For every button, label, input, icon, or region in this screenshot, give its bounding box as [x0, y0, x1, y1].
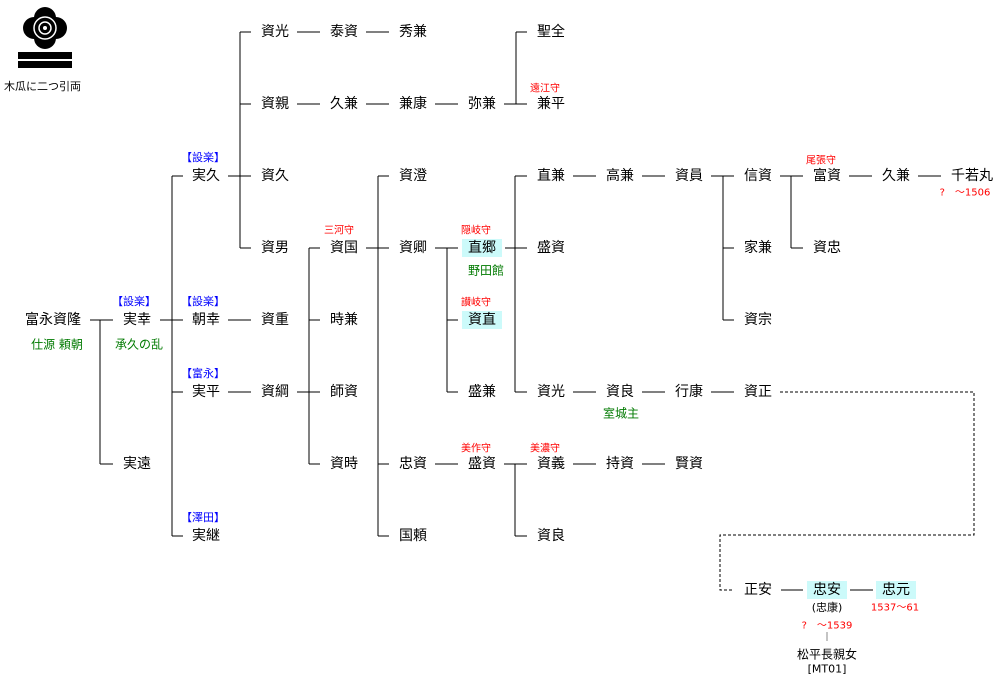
person-node: 資光	[261, 24, 289, 40]
person-node: 国頼	[399, 528, 427, 544]
person-node: 実久	[192, 168, 220, 184]
person-note: 野田館	[467, 263, 505, 278]
office-title: 隠岐守	[461, 225, 491, 237]
person-node: 資男	[261, 240, 289, 256]
person-node: 正安	[744, 582, 772, 598]
person-node: 兼康	[399, 96, 427, 112]
person-node: 持資	[606, 456, 634, 472]
person-node-highlighted: 資直	[462, 311, 502, 329]
person-node: 資良	[537, 528, 565, 544]
person-node: 弥兼	[468, 96, 496, 112]
person-node: 資澄	[399, 168, 427, 184]
person-dates: ? ～1539	[801, 620, 853, 632]
person-node-highlighted: 忠元	[876, 581, 916, 599]
person-node: 盛資	[468, 456, 496, 472]
person-node-highlighted: 直郷	[462, 239, 502, 257]
person-dates: ? ～1506	[939, 187, 991, 199]
person-node: 実幸	[123, 312, 151, 328]
person-node: 直兼	[537, 168, 565, 184]
person-node: 久兼	[330, 96, 358, 112]
person-node: 秀兼	[399, 24, 427, 40]
person-note: 承久の乱	[114, 337, 164, 352]
person-node: 資重	[261, 312, 289, 328]
clan-label: 【設楽】	[181, 295, 225, 308]
person-alias: (忠康)	[811, 601, 843, 614]
person-node: 資宗	[744, 312, 772, 328]
person-node: 兼平	[537, 96, 565, 112]
person-node: 資忠	[813, 240, 841, 256]
person-node: 実遠	[123, 456, 151, 472]
office-title: 讃岐守	[461, 297, 491, 309]
person-node: 師資	[330, 384, 358, 400]
clan-label: 【設楽】	[181, 151, 225, 164]
person-node: 資時	[330, 456, 358, 472]
clan-label: 【設楽】	[112, 295, 156, 308]
office-title: 遠江守	[530, 83, 560, 95]
person-node: 家兼	[744, 240, 772, 256]
person-node: 盛資	[537, 240, 565, 256]
person-node: 資久	[261, 168, 289, 184]
person-node: 資義	[537, 456, 565, 472]
person-node: 朝幸	[192, 312, 220, 328]
person-node: 賢資	[675, 456, 703, 472]
person-node: 泰資	[330, 24, 358, 40]
person-node: 資光	[537, 384, 565, 400]
person-node: 実継	[192, 528, 220, 544]
person-node: 資員	[675, 168, 703, 184]
person-node: 千若丸	[951, 168, 993, 184]
clan-label: 【富永】	[181, 367, 225, 380]
spouse-name: 松平長親女	[796, 647, 858, 662]
person-node: 資国	[330, 240, 358, 256]
person-node: 高兼	[606, 168, 634, 184]
reference-code: [MT01]	[807, 662, 847, 676]
crest-caption: 木瓜に二つ引両	[4, 80, 81, 93]
office-title: 三河守	[324, 225, 354, 237]
office-title: 尾張守	[806, 155, 836, 167]
person-node: 資卿	[399, 240, 427, 256]
person-node: 資親	[261, 96, 289, 112]
person-node: 聖全	[537, 24, 565, 40]
person-node: 富永資隆	[25, 312, 81, 328]
person-node: 時兼	[330, 312, 358, 328]
person-dates: 1537～61	[870, 602, 920, 614]
person-node: 資正	[744, 384, 772, 400]
person-node: 行康	[675, 384, 703, 400]
person-node: 資良	[606, 384, 634, 400]
person-node-highlighted: 忠安	[807, 581, 847, 599]
crest-mokko-icon	[18, 7, 72, 68]
person-node: 富資	[813, 168, 841, 184]
person-node: 久兼	[882, 168, 910, 184]
person-node: 資綱	[261, 384, 289, 400]
office-title: 美作守	[461, 443, 491, 455]
person-node: 実平	[192, 384, 220, 400]
person-node: 信資	[744, 168, 772, 184]
clan-label: 【澤田】	[181, 511, 225, 524]
office-title: 美濃守	[530, 443, 560, 455]
person-note: 室城主	[602, 406, 640, 421]
person-node: 忠資	[399, 456, 427, 472]
person-note: 仕源 頼朝	[31, 337, 83, 352]
person-node: 盛兼	[468, 384, 496, 400]
